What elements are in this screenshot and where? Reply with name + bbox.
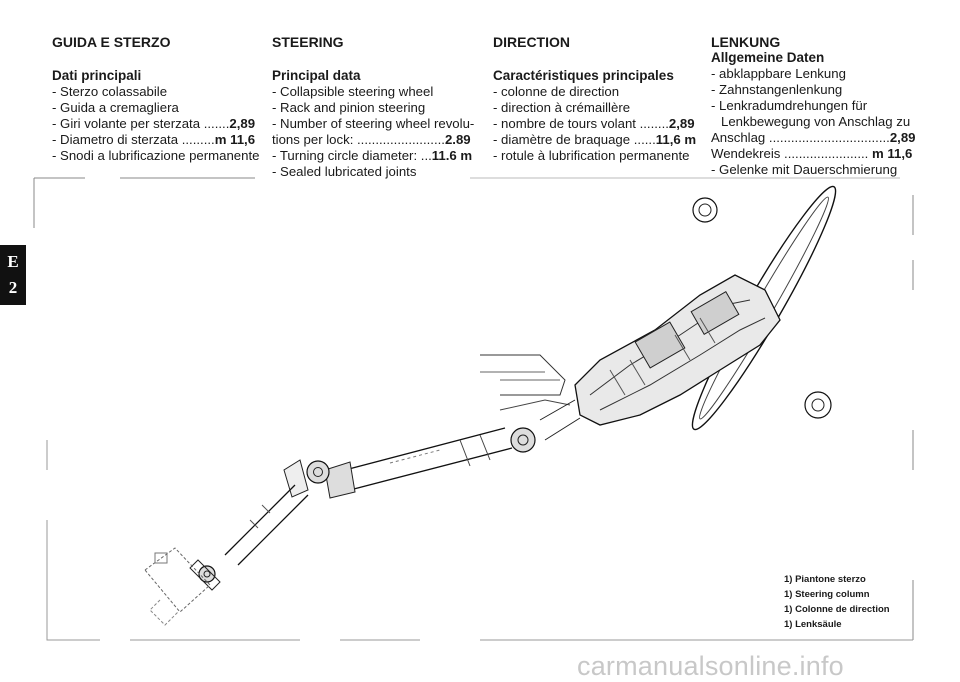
french-line: - direction à crémaillère	[493, 100, 631, 115]
italian-column: GUIDA E STERZO Dati principali - Sterzo …	[52, 34, 260, 164]
german-subheading: Allgemeine Daten	[711, 50, 825, 65]
english-subheading: Principal data	[272, 68, 361, 83]
french-line: - rotule à lubrification permanente	[493, 148, 690, 163]
italian-line: - Diametro di sterzata .........m 11,6	[52, 132, 256, 147]
german-line: - Gelenke mit Dauerschmierung	[711, 162, 898, 177]
german-line: Anschlag ...............................…	[711, 130, 916, 145]
caption-line: 1) Piantone sterzo	[784, 574, 866, 585]
italian-line: - Guida a cremagliera	[52, 100, 179, 115]
english-line: - Number of steering wheel revolu-	[272, 116, 475, 131]
english-line: - Sealed lubricated joints	[272, 164, 417, 179]
german-line: - Zahnstangenlenkung	[711, 82, 843, 97]
french-value-turning-circle: 11,6 m	[655, 132, 697, 147]
french-line: - diamètre de braquage ......11,6 m	[493, 132, 697, 147]
german-column: LENKUNG Allgemeine Daten - abklappbare L…	[711, 34, 921, 178]
caption-line: 1) Steering column	[784, 589, 870, 600]
french-heading: DIRECTION	[493, 34, 570, 50]
italian-subheading: Dati principali	[52, 68, 142, 83]
section-tab: E 2	[0, 245, 26, 305]
german-line: Wendekreis ....................... m 11,…	[711, 146, 913, 161]
german-line: - abklappbare Lenkung	[711, 66, 846, 81]
french-line: - colonne de direction	[493, 84, 620, 99]
german-line: - Lenkradumdrehungen für	[711, 98, 868, 113]
italian-value-turning-circle: m 11,6	[214, 132, 256, 147]
english-line: - Rack and pinion steering	[272, 100, 426, 115]
english-line: tions per lock: ........................…	[272, 132, 471, 147]
italian-value-revolutions: 2,89	[229, 116, 256, 131]
french-subheading: Caractéristiques principales	[493, 68, 674, 83]
german-value-revolutions: 2,89	[889, 130, 916, 145]
english-value-revolutions: 2.89	[444, 132, 471, 147]
french-line: - nombre de tours volant ........2,89	[493, 116, 695, 131]
italian-line: - Snodi a lubrificazione permanente	[52, 148, 260, 163]
caption-line: 1) Colonne de direction	[784, 604, 890, 615]
english-column: STEERING Principal data - Collapsible st…	[272, 34, 475, 180]
german-value-turning-circle: m 11,6	[872, 146, 913, 161]
caption-line: 1) Lenksäule	[784, 619, 842, 630]
french-column: DIRECTION Caractéristiques principales -…	[493, 34, 698, 164]
french-value-revolutions: 2,89	[668, 116, 695, 131]
german-heading: LENKUNG	[711, 34, 781, 50]
english-line: - Collapsible steering wheel	[272, 84, 434, 99]
watermark-text: carmanualsonline.info	[577, 651, 844, 681]
english-value-turning-circle: 11.6 m	[431, 148, 473, 163]
english-heading: STEERING	[272, 34, 344, 50]
section-tab-number: 2	[8, 278, 18, 297]
section-tab-letter: E	[7, 252, 19, 271]
italian-line: - Giri volante per sterzata .......2,89	[52, 116, 256, 131]
english-line: - Turning circle diameter: ...11.6 m	[272, 148, 473, 163]
italian-heading: GUIDA E STERZO	[52, 34, 171, 50]
italian-line: - Sterzo colassabile	[52, 84, 168, 99]
german-line: Lenkbewegung von Anschlag zu	[721, 114, 911, 129]
figure-caption: 1) Piantone sterzo 1) Steering column 1)…	[784, 572, 890, 632]
